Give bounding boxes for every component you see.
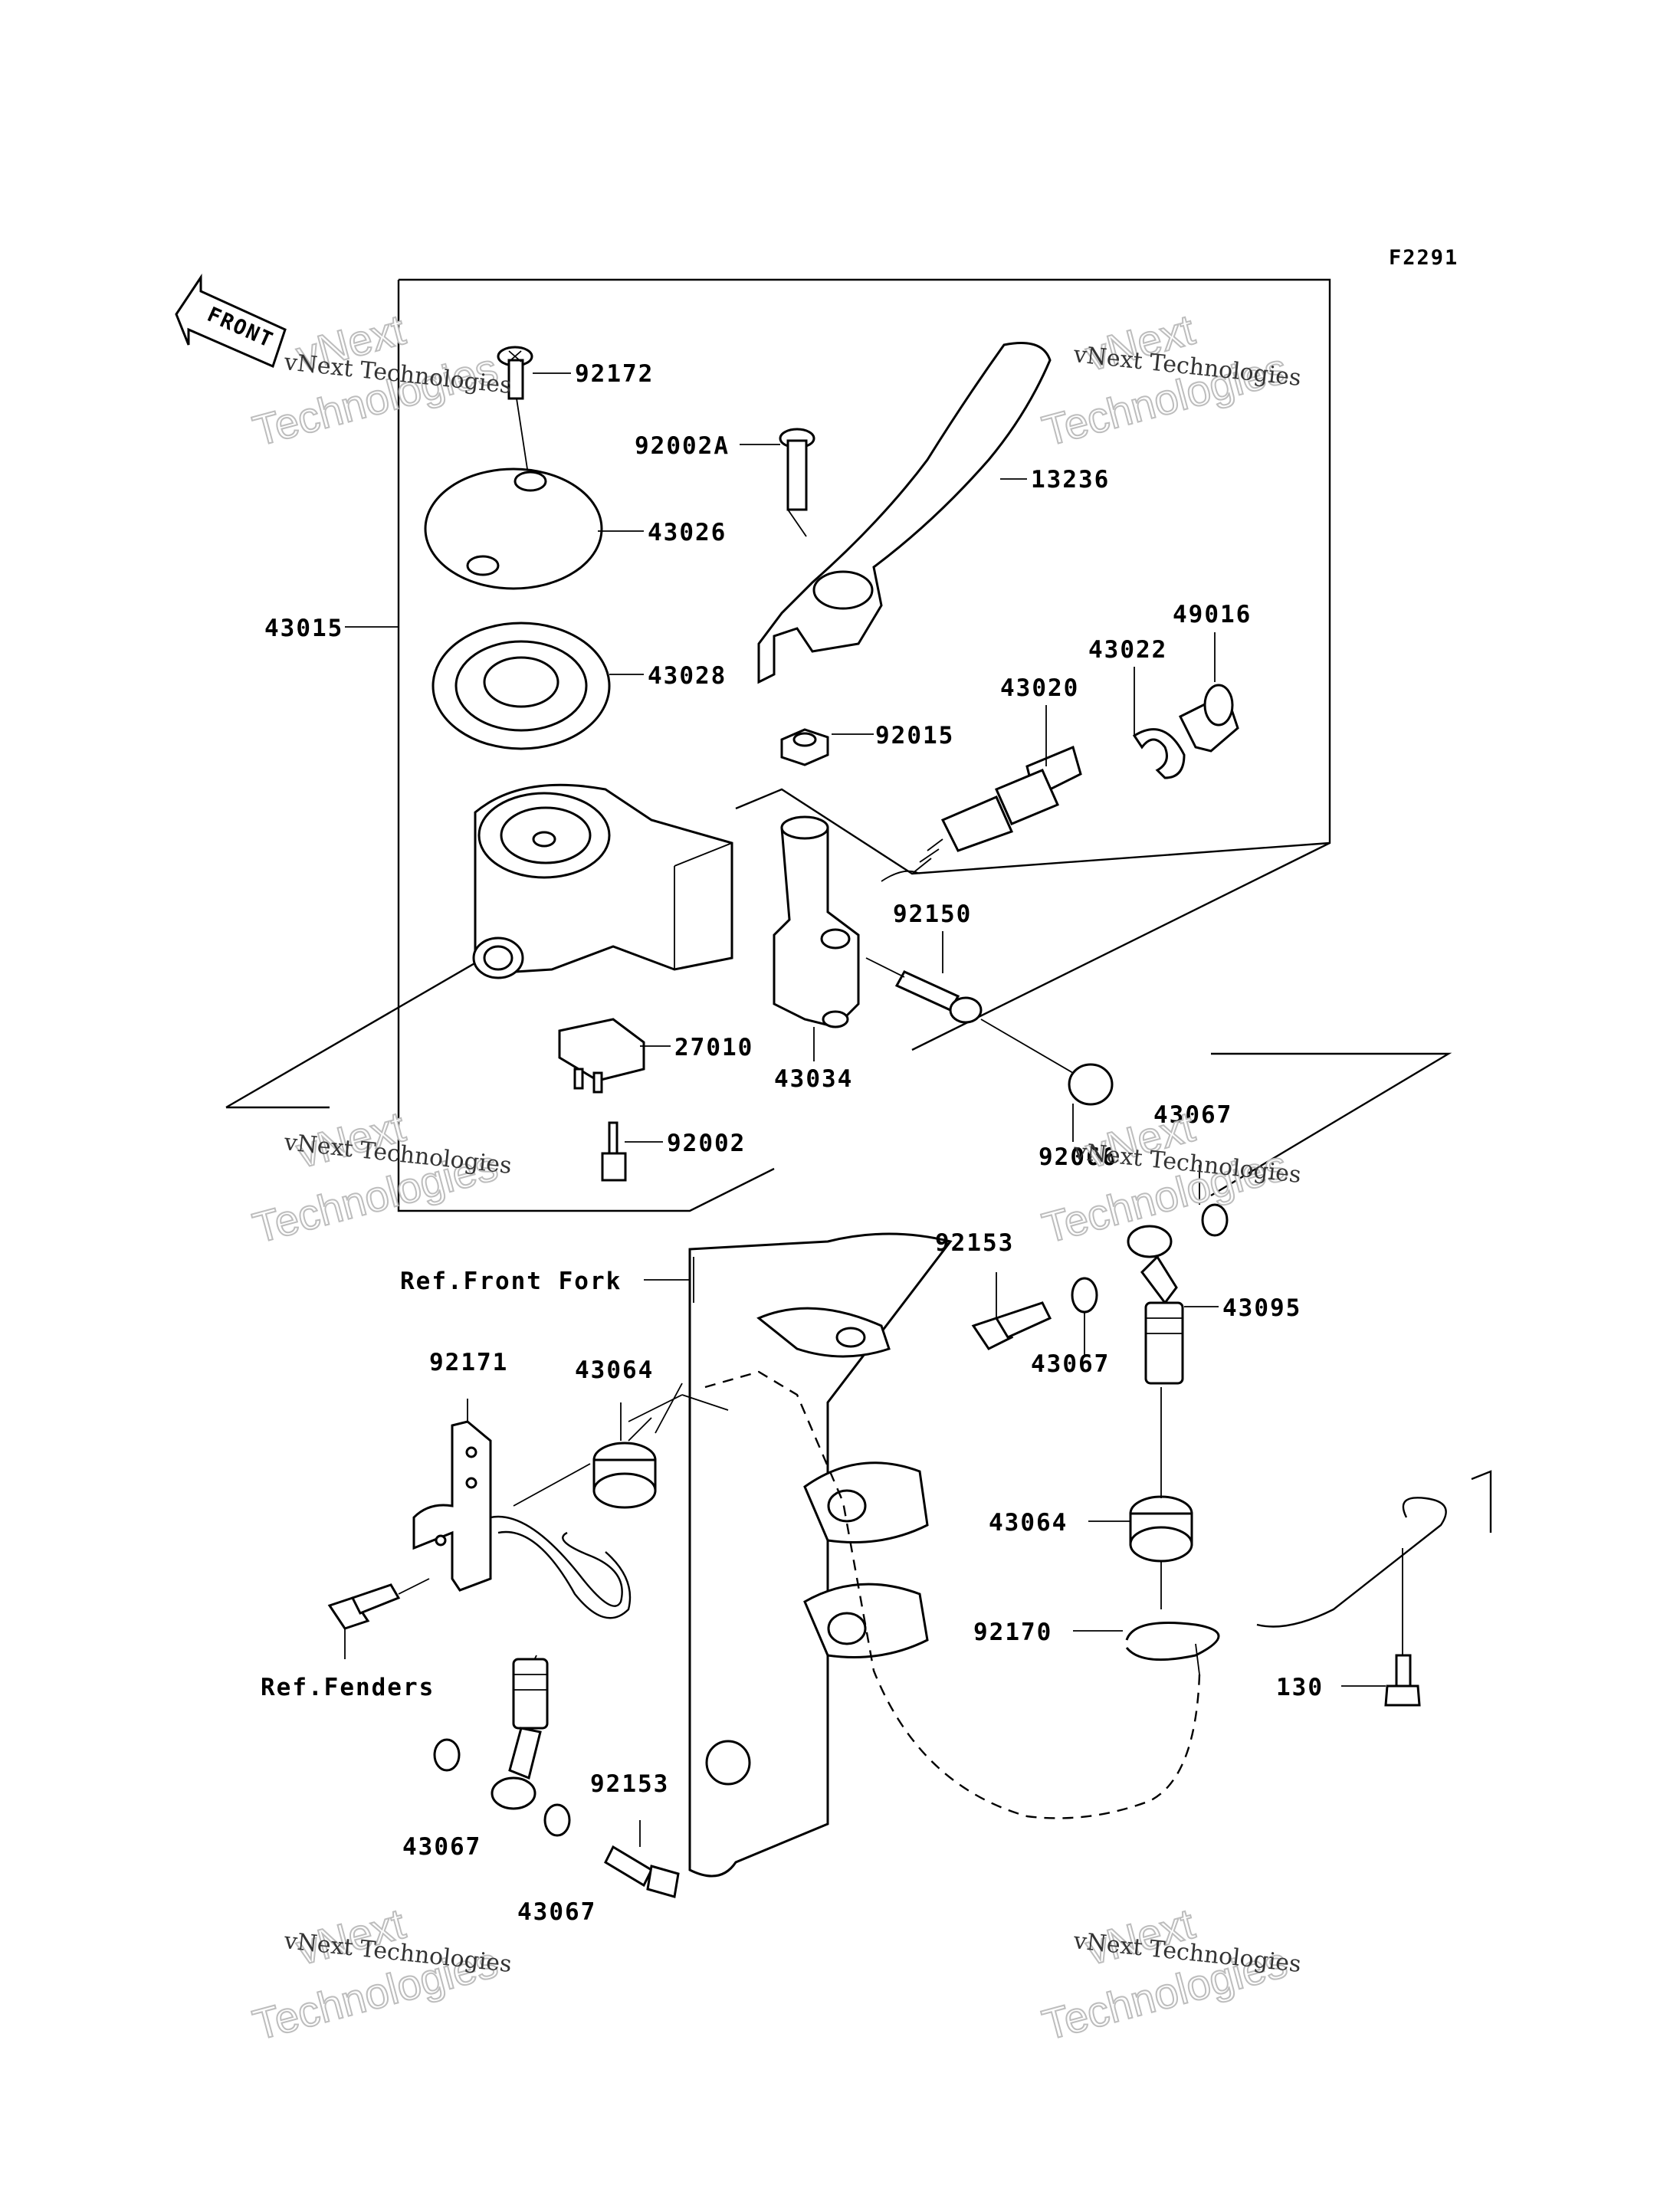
brake-switch-27010 (558, 1018, 645, 1094)
label-43064-b[interactable]: 43064 (989, 1509, 1068, 1537)
dust-boot-49016 (1178, 684, 1239, 753)
grommet-43064-left (592, 1383, 683, 1509)
label-92002A[interactable]: 92002A (635, 432, 730, 460)
bracket-92171 (412, 1420, 492, 1592)
label-49016[interactable]: 49016 (1173, 601, 1252, 628)
label-13236[interactable]: 13236 (1031, 466, 1110, 494)
banjo-hose-43095 (1127, 1225, 1184, 1385)
label-92170[interactable]: 92170 (973, 1619, 1052, 1646)
washer-43067-lower-mid (543, 1803, 571, 1837)
diaphragm-43028 (431, 622, 611, 750)
label-43067-c[interactable]: 43067 (402, 1833, 481, 1861)
label-43015[interactable]: 43015 (264, 615, 343, 642)
label-92150[interactable]: 92150 (893, 900, 972, 928)
label-43026[interactable]: 43026 (648, 519, 727, 546)
pivot-bolt-92002A (779, 428, 815, 537)
brake-lever-13236 (757, 342, 1052, 684)
label-92015[interactable]: 92015 (875, 722, 954, 750)
label-43064-a[interactable]: 43064 (575, 1356, 654, 1384)
label-43020[interactable]: 43020 (1000, 674, 1079, 702)
clamp-92170 (1125, 1470, 1492, 1675)
fender-bolt (327, 1578, 430, 1659)
assembly-outline (225, 278, 1452, 1212)
label-43067-b[interactable]: 43067 (1031, 1350, 1110, 1378)
bolt-130 (1384, 1548, 1421, 1707)
washer-43067-lower-left (433, 1738, 461, 1772)
brake-hose (490, 1463, 632, 1671)
clamp-bolt-92150 (865, 957, 1074, 1074)
banjo-bolt-92153-top (971, 1301, 1052, 1350)
ref-front-fork: Ref.Front Fork (400, 1268, 622, 1295)
front-arrow-icon: FRONT (175, 274, 287, 369)
washer-43067-mid (1071, 1277, 1098, 1356)
label-43028[interactable]: 43028 (648, 662, 727, 690)
label-130[interactable]: 130 (1276, 1674, 1324, 1701)
front-fork (681, 1232, 1201, 1878)
label-92171[interactable]: 92171 (429, 1349, 508, 1376)
screw-92002 (601, 1121, 627, 1182)
label-43095[interactable]: 43095 (1222, 1294, 1301, 1322)
label-92002[interactable]: 92002 (667, 1130, 746, 1157)
nut-92015 (780, 728, 829, 766)
label-92153-b[interactable]: 92153 (590, 1770, 669, 1798)
diagram-code: F2291 (1389, 246, 1459, 270)
circlip-43022 (1132, 728, 1186, 779)
piston-assembly-43020 (881, 745, 1082, 882)
screw-92172 (497, 346, 533, 480)
banjo-bolt-92153-bottom (604, 1845, 680, 1898)
label-92066[interactable]: 92066 (1039, 1143, 1117, 1171)
label-43022[interactable]: 43022 (1088, 636, 1167, 664)
lower-banjo-fitting (491, 1658, 549, 1810)
label-43034[interactable]: 43034 (774, 1065, 853, 1093)
ref-fenders: Ref.Fenders (261, 1674, 435, 1701)
label-27010[interactable]: 27010 (674, 1034, 753, 1061)
label-43067-d[interactable]: 43067 (517, 1898, 596, 1926)
leader-lines (345, 372, 1386, 1847)
cap-92066 (1068, 1063, 1114, 1106)
label-92153-a[interactable]: 92153 (935, 1229, 1014, 1257)
label-92172[interactable]: 92172 (575, 360, 654, 388)
washer-43067-top (1201, 1203, 1229, 1237)
label-43067-a[interactable]: 43067 (1153, 1101, 1232, 1129)
reservoir-cap-43026 (424, 467, 603, 590)
grommet-43064-right (1129, 1387, 1193, 1609)
master-cylinder-body (472, 783, 733, 979)
holder-clamp-43034 (773, 815, 860, 1028)
